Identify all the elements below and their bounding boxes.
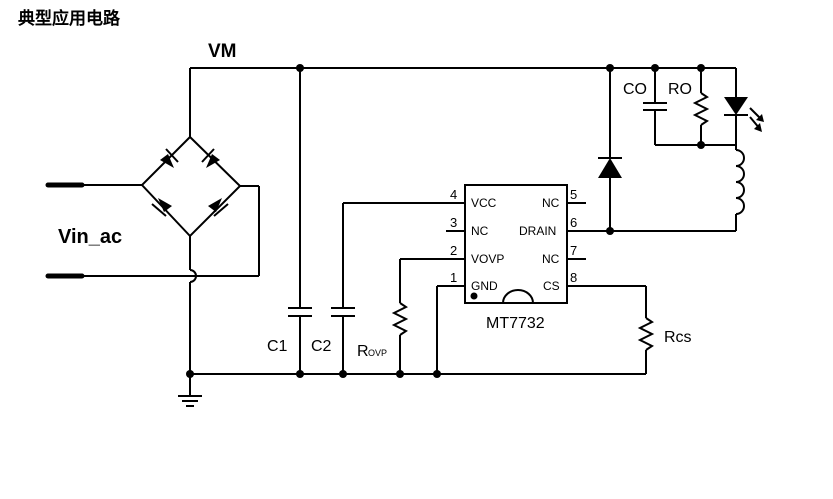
- ic-part-number: MT7732: [486, 315, 545, 332]
- junction-dots: [186, 64, 705, 378]
- c2-label: C2: [311, 338, 332, 355]
- resistor-rovp: [391, 258, 465, 374]
- diagram-title: 典型应用电路: [18, 8, 121, 28]
- pin-4-number: 4: [450, 187, 457, 202]
- inductor: [735, 145, 745, 231]
- pin-5-number: 5: [570, 187, 577, 202]
- pin-5-name: NC: [542, 196, 560, 210]
- input-voltage-label: Vin_ac: [58, 226, 122, 248]
- rcs-label: Rcs: [664, 329, 692, 346]
- pin-3-number: 3: [450, 215, 457, 230]
- rovp-label: R: [357, 343, 369, 360]
- co-label: CO: [623, 81, 647, 98]
- capacitor-c2: [331, 202, 465, 374]
- ac-input-wires: [45, 182, 260, 279]
- pin-7-number: 7: [570, 243, 577, 258]
- vm-net-label: VM: [208, 41, 237, 62]
- c1-label: C1: [267, 338, 288, 355]
- resistor-ro: [692, 68, 710, 145]
- ro-label: RO: [668, 81, 692, 98]
- resistor-rcs: [567, 285, 655, 374]
- pin-2-name: VOVP: [471, 252, 504, 266]
- pin-3-name: NC: [471, 224, 489, 238]
- capacitor-c1: [288, 68, 312, 374]
- ic-mt7732: [464, 184, 568, 304]
- pin-4-name: VCC: [471, 196, 497, 210]
- pin-1-number: 1: [450, 270, 457, 285]
- pin-8-name: CS: [543, 279, 560, 293]
- pin-7-name: NC: [542, 252, 560, 266]
- pin-1-name: GND: [471, 279, 498, 293]
- pin-6-number: 6: [570, 215, 577, 230]
- pin-2-number: 2: [450, 243, 457, 258]
- pin-8-number: 8: [570, 270, 577, 285]
- bridge-rectifier: [140, 136, 242, 238]
- pin-6-name: DRAIN: [519, 224, 556, 238]
- freewheel-diode: [598, 68, 622, 231]
- rovp-subscript: OVP: [368, 348, 387, 358]
- capacitor-co: [643, 68, 667, 145]
- ground-icon: [178, 374, 202, 407]
- led-icon: [724, 68, 764, 145]
